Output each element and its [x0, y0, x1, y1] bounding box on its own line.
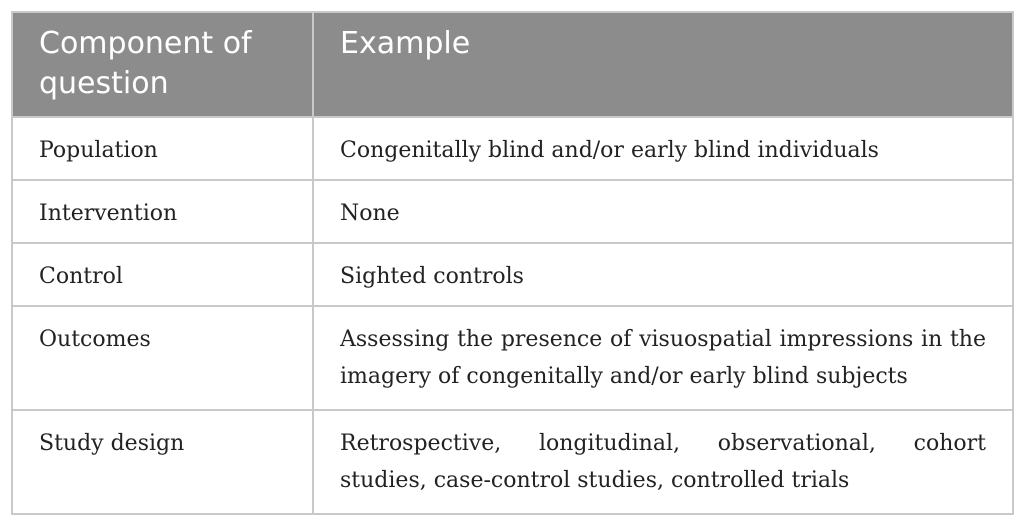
table-row: Study design Retrospective, longitudinal… [11, 409, 1014, 515]
table-header: Component of question Example [11, 11, 1014, 118]
row-example: None [312, 179, 1014, 244]
row-component: Control [11, 242, 314, 307]
row-component: Study design [11, 409, 314, 515]
table-row: Population Congenitally blind and/or ear… [11, 116, 1014, 181]
row-component: Population [11, 116, 314, 181]
header-example: Example [312, 11, 1014, 118]
table-row: Intervention None [11, 179, 1014, 244]
table-row: Outcomes Assessing the presence of visuo… [11, 305, 1014, 411]
table-row: Control Sighted controls [11, 242, 1014, 307]
row-component: Outcomes [11, 305, 314, 411]
row-example: Retrospective, longitudinal, observation… [312, 409, 1014, 515]
header-row: Component of question Example [11, 11, 1014, 118]
table-body: Population Congenitally blind and/or ear… [11, 116, 1014, 515]
row-example: Congenitally blind and/or early blind in… [312, 116, 1014, 181]
pico-table: Component of question Example Population… [11, 11, 1014, 515]
header-component: Component of question [11, 11, 314, 118]
row-example: Sighted controls [312, 242, 1014, 307]
row-component: Intervention [11, 179, 314, 244]
row-example: Assessing the presence of visuospatial i… [312, 305, 1014, 411]
